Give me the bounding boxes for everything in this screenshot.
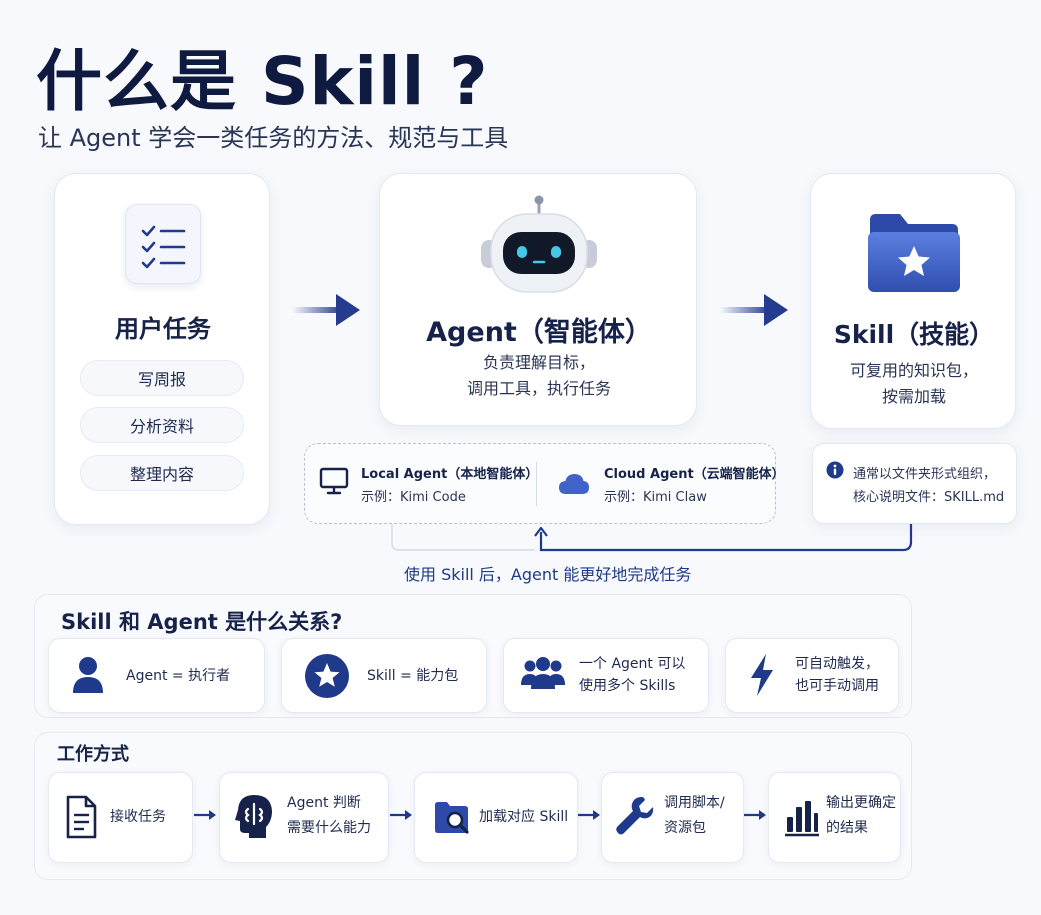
workflow-title: 工作方式 bbox=[57, 744, 129, 765]
agent-desc-line1: 负责理解目标， bbox=[482, 353, 595, 372]
arrow-right-icon bbox=[390, 808, 414, 822]
agent-types-box: Local Agent（本地智能体） 示例：Kimi Code Cloud Ag… bbox=[304, 443, 785, 524]
relation-card-text: Agent = 执行者 bbox=[126, 668, 231, 684]
feedback-connector bbox=[380, 522, 920, 554]
workflow-step-text: 接收任务 bbox=[110, 809, 166, 825]
workflow-step-output: 输出更确定 的结果 bbox=[768, 772, 901, 863]
arrow-right-icon bbox=[744, 808, 768, 822]
workflow-step-text-line2: 需要什么能力 bbox=[287, 820, 371, 836]
workflow-step-text-line1: 输出更确定 bbox=[826, 795, 896, 811]
relation-card-trigger: 可自动触发， 也可手动调用 bbox=[725, 638, 899, 713]
agent-desc-line2: 调用工具，执行任务 bbox=[466, 379, 611, 398]
agent-card: Agent（智能体） 负责理解目标， 调用工具，执行任务 bbox=[379, 173, 697, 426]
skill-note-card: 通常以文件夹形式组织， 核心说明文件：SKILL.md bbox=[812, 443, 1017, 524]
folder-star-icon bbox=[866, 210, 962, 294]
local-agent-example: 示例：Kimi Code bbox=[361, 490, 466, 505]
workflow-step-text-line2: 资源包 bbox=[664, 820, 706, 836]
task-pill-analyze-data: 分析资料 bbox=[80, 407, 244, 443]
arrow-right-icon bbox=[578, 808, 602, 822]
skill-note-line1: 通常以文件夹形式组织， bbox=[853, 467, 997, 482]
skill-note-line2: 核心说明文件：SKILL.md bbox=[853, 490, 1005, 505]
star-badge-icon bbox=[304, 653, 350, 699]
relation-card-text-line1: 一个 Agent 可以 bbox=[579, 656, 686, 672]
task-pill-organize-content: 整理内容 bbox=[80, 455, 244, 491]
brain-icon bbox=[234, 793, 274, 839]
workflow-step-judge: Agent 判断 需要什么能力 bbox=[219, 772, 389, 863]
workflow-step-load-skill: 加载对应 Skill bbox=[414, 772, 578, 863]
relation-card-text-line1: 可自动触发， bbox=[795, 656, 879, 672]
bar-chart-icon bbox=[785, 797, 819, 837]
divider bbox=[536, 462, 537, 506]
relation-card-skill: Skill = 能力包 bbox=[281, 638, 487, 713]
local-agent-name: Local Agent（本地智能体） bbox=[361, 467, 539, 482]
checklist-icon bbox=[125, 204, 201, 284]
relation-title: Skill 和 Agent 是什么关系? bbox=[61, 610, 343, 634]
feedback-text: 使用 Skill 后，Agent 能更好地完成任务 bbox=[404, 565, 692, 584]
relation-card-text-line2: 也可手动调用 bbox=[795, 678, 879, 694]
arrow-right-icon bbox=[194, 808, 218, 822]
page-subtitle: 让 Agent 学会一类任务的方法、规范与工具 bbox=[38, 124, 509, 152]
skill-title: Skill（技能） bbox=[833, 320, 995, 349]
workflow-step-call-script: 调用脚本/ 资源包 bbox=[601, 772, 744, 863]
relation-card-agent: Agent = 执行者 bbox=[48, 638, 265, 713]
document-icon bbox=[65, 795, 97, 839]
wrench-icon bbox=[614, 795, 654, 837]
task-pill-weekly-report: 写周报 bbox=[80, 360, 244, 396]
skill-card: Skill（技能） 可复用的知识包， 按需加载 bbox=[810, 173, 1016, 429]
cloud-agent-name: Cloud Agent（云端智能体） bbox=[604, 467, 785, 482]
page-title: 什么是 Skill ? bbox=[36, 43, 489, 120]
info-icon bbox=[826, 461, 844, 479]
relation-card-text: Skill = 能力包 bbox=[367, 668, 459, 684]
user-task-title: 用户任务 bbox=[115, 315, 211, 343]
cloud-icon bbox=[557, 472, 591, 496]
workflow-step-receive: 接收任务 bbox=[48, 772, 193, 863]
relation-card-multi-skills: 一个 Agent 可以 使用多个 Skills bbox=[503, 638, 709, 713]
monitor-icon bbox=[319, 466, 349, 496]
workflow-step-text-line1: Agent 判断 bbox=[287, 795, 361, 811]
relation-card-text-line2: 使用多个 Skills bbox=[579, 678, 676, 694]
group-icon bbox=[521, 655, 565, 693]
workflow-step-text-line1: 调用脚本/ bbox=[664, 795, 725, 811]
agent-title: Agent（智能体） bbox=[426, 317, 652, 348]
person-icon bbox=[71, 655, 105, 695]
skill-desc-line2: 按需加载 bbox=[881, 387, 946, 406]
arrow-right-icon bbox=[292, 292, 362, 328]
cloud-agent-example: 示例：Kimi Claw bbox=[604, 490, 707, 505]
folder-search-icon bbox=[433, 799, 471, 837]
workflow-step-text: 加载对应 Skill bbox=[479, 809, 569, 825]
skill-desc-line1: 可复用的知识包， bbox=[849, 361, 978, 380]
arrow-right-icon bbox=[720, 292, 790, 328]
workflow-step-text-line2: 的结果 bbox=[826, 820, 868, 836]
robot-icon bbox=[481, 194, 597, 296]
lightning-icon bbox=[748, 653, 776, 697]
user-task-card: 用户任务 写周报 分析资料 整理内容 bbox=[54, 173, 270, 525]
